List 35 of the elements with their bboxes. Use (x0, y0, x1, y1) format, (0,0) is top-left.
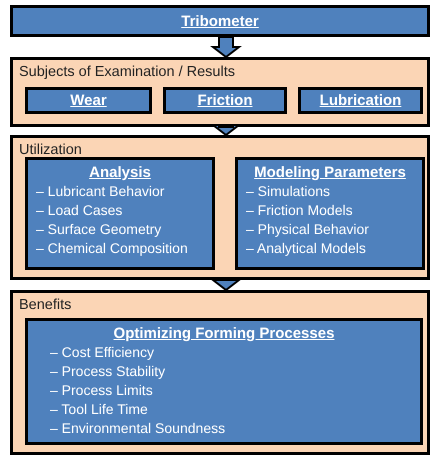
list-item: – Environmental Soundness (49, 419, 226, 438)
section-panel (10, 290, 430, 455)
list-item: – Chemical Composition (36, 239, 189, 258)
box-heading: Optimizing Forming Processes (112, 325, 336, 342)
process-box (25, 318, 423, 445)
section-heading: Subjects of Examination / Results (19, 64, 235, 80)
box-heading: Tribometer (181, 12, 259, 30)
list-item: – Surface Geometry (36, 220, 162, 239)
process-box (163, 87, 287, 114)
list-item: – Cost Efficiency (49, 343, 156, 362)
box-heading: Friction (198, 92, 252, 109)
process-box (235, 157, 425, 270)
box-heading: Lubrication (320, 92, 402, 109)
list-item: – Load Cases (36, 201, 124, 220)
box-heading: Analysis (88, 164, 152, 181)
process-box (25, 87, 152, 114)
block-arrow (210, 279, 242, 292)
section-panel (10, 135, 430, 280)
process-box (25, 157, 215, 270)
list-item: – Lubricant Behavior (36, 182, 166, 201)
process-box (10, 5, 430, 37)
box-heading: Wear (70, 92, 107, 109)
list-item: – Physical Behavior (246, 220, 370, 239)
section-heading: Benefits (19, 297, 72, 313)
section-heading: Utilization (19, 142, 82, 158)
list-item: – Simulations (246, 182, 332, 201)
box-heading: Modeling Parameters (253, 164, 407, 181)
list-item: – Tool Life Time (49, 400, 149, 419)
section-panel (10, 57, 430, 127)
list-item: – Analytical Models (246, 239, 367, 258)
list-item: – Process Stability (49, 362, 166, 381)
process-box (298, 87, 423, 114)
list-item: – Process Limits (49, 381, 154, 400)
list-item: – Friction Models (246, 201, 354, 220)
block-arrow (210, 36, 242, 58)
